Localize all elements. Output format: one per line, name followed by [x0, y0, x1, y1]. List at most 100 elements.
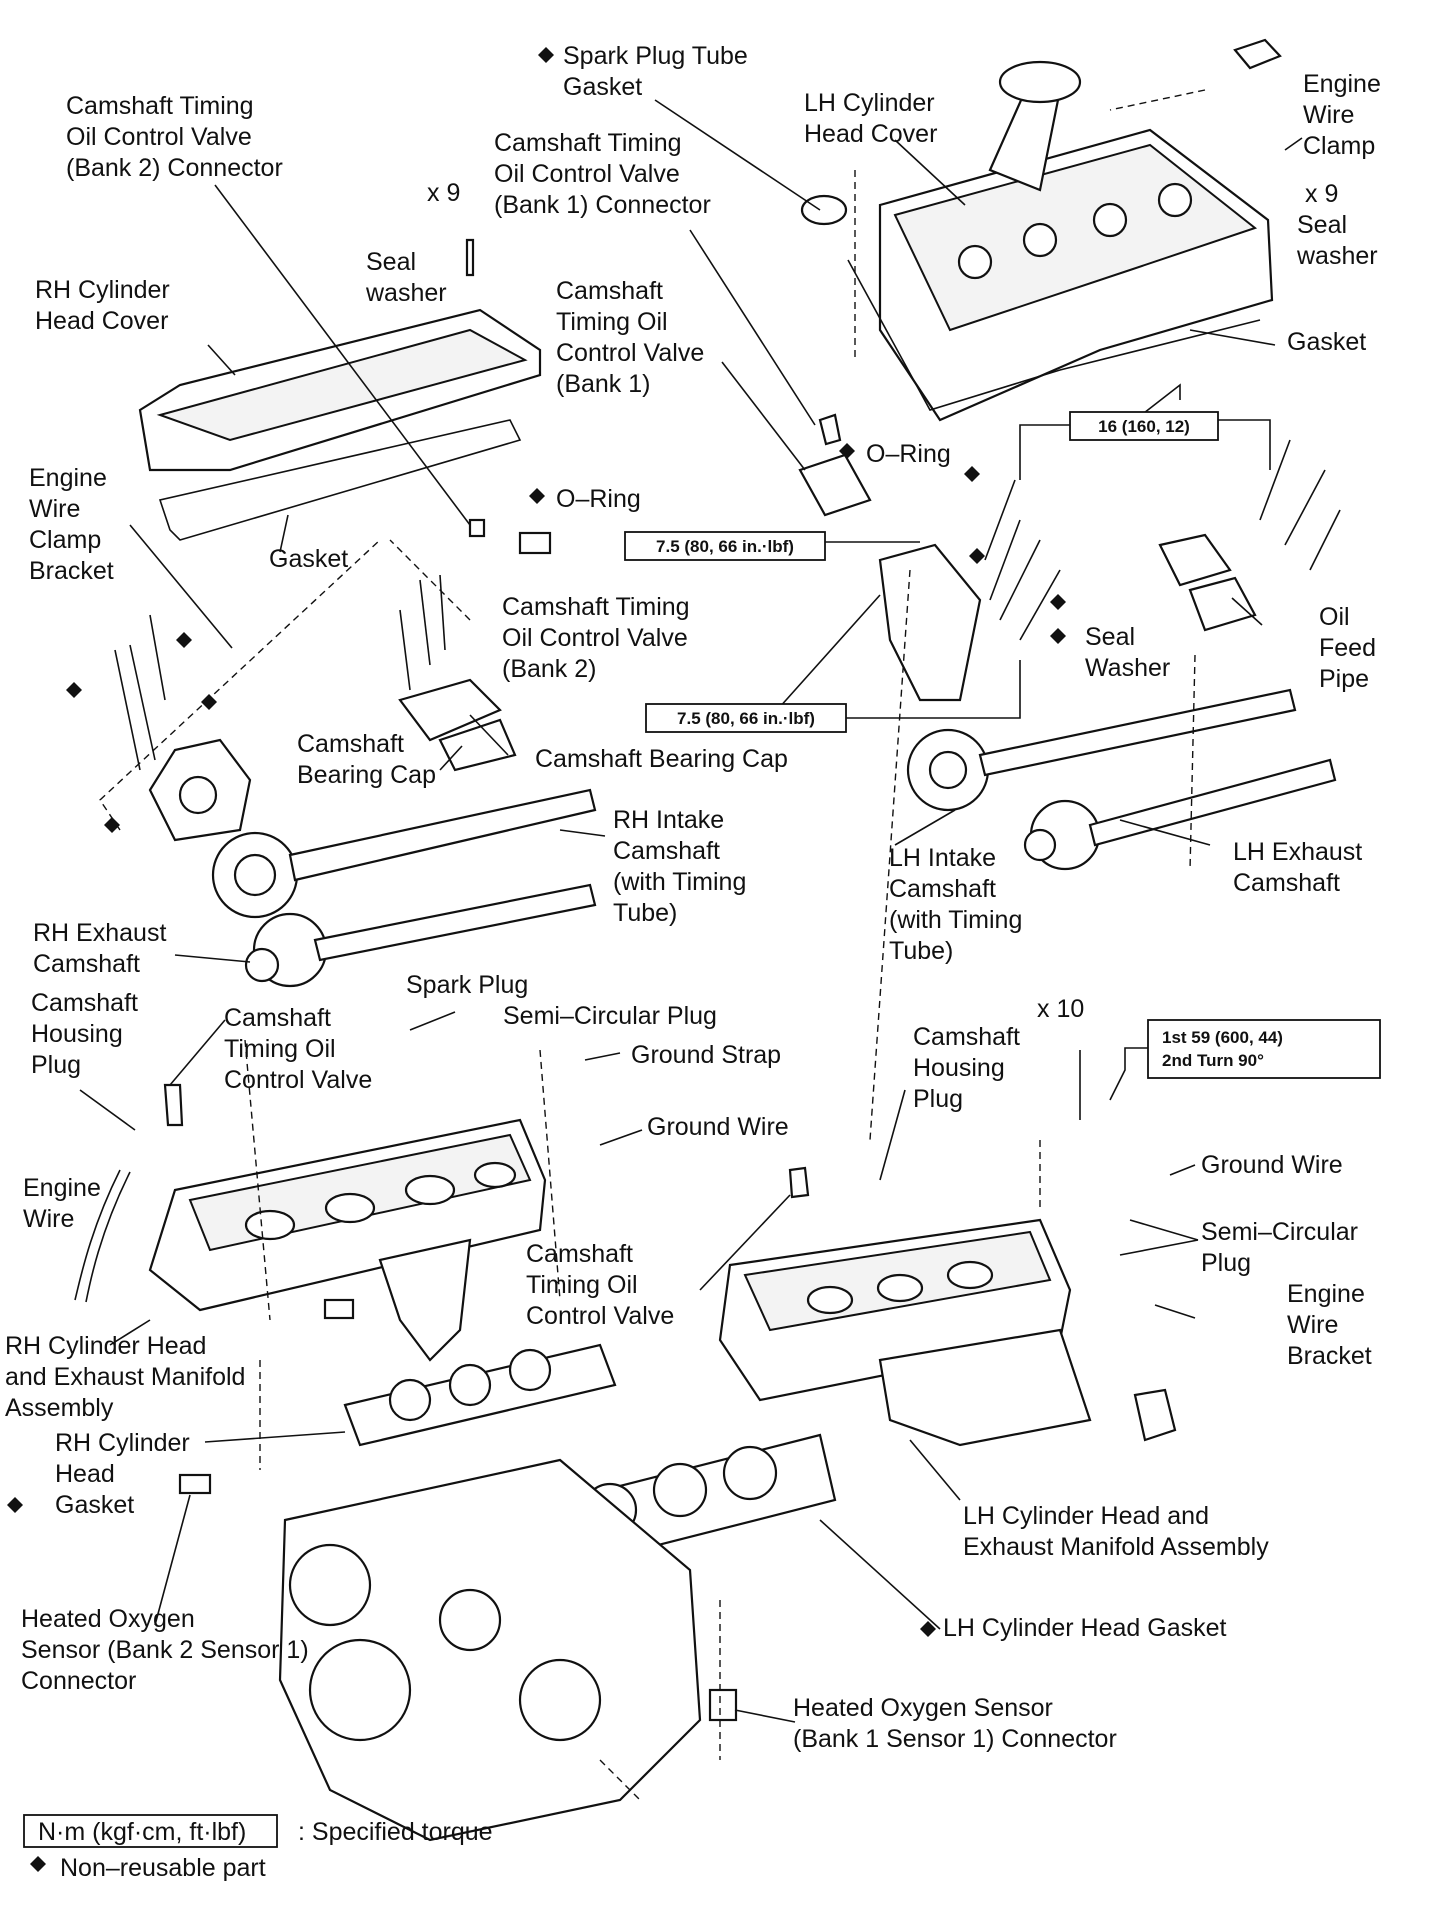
label-x9-left: x 9 [427, 179, 460, 207]
non-reusable-diamond-icon [529, 488, 545, 504]
svg-text:Plug: Plug [31, 1051, 81, 1079]
connector-parts [178, 1298, 738, 1722]
legend-torque-box [23, 1814, 278, 1848]
svg-text:washer: washer [1296, 242, 1378, 270]
svg-text:Seal: Seal [1085, 623, 1135, 651]
label-gasket-left: Gasket [269, 545, 348, 573]
label-seal-washer-top-right: Seal washer [1296, 211, 1378, 270]
svg-text:Pipe: Pipe [1319, 665, 1369, 693]
rh-camshaft-bearing-cap-parts [114, 574, 517, 842]
svg-text:RH Cylinder: RH Cylinder [55, 1429, 190, 1457]
svg-text:Housing: Housing [31, 1020, 123, 1048]
svg-text:RH Cylinder Head: RH Cylinder Head [5, 1332, 206, 1360]
label-lh-head-exhaust-manifold-assy: LH Cylinder Head and Exhaust Manifold As… [963, 1502, 1269, 1561]
legend-non-reusable-text: Non–reusable part [60, 1854, 266, 1882]
callout-labels: Camshaft Timing Oil Control Valve (Bank … [5, 42, 1381, 1753]
label-seal-washer-mid: Seal Washer [1085, 623, 1170, 682]
svg-text:Assembly: Assembly [5, 1394, 114, 1422]
label-rh-exhaust-camshaft: RH Exhaust Camshaft [33, 919, 166, 978]
svg-text:Head Cover: Head Cover [804, 120, 937, 148]
label-engine-wire-clamp-bracket: Engine Wire Clamp Bracket [29, 464, 114, 585]
torque-box-ocv-bank2: 7.5 (80, 66 in.·lbf) [624, 531, 826, 561]
svg-text:Gasket: Gasket [563, 73, 642, 101]
label-semi-circular-plug-top: Semi–Circular Plug [503, 1002, 717, 1030]
svg-text:Sensor (Bank 2 Sensor 1): Sensor (Bank 2 Sensor 1) [21, 1636, 309, 1664]
svg-text:Plug: Plug [913, 1085, 963, 1113]
torque-ocv-bank2-text: 7.5 (80, 66 in.·lbf) [656, 537, 794, 556]
svg-text:Camshaft: Camshaft [33, 950, 140, 978]
rh-cylinder-head-cover-part [138, 238, 542, 541]
torque-head-bolt-line1: 1st 59 (600, 44) [1162, 1028, 1283, 1047]
label-camshaft-timing-ocv-mid: Camshaft Timing Oil Control Valve [526, 1240, 674, 1330]
svg-text:Oil Control Valve: Oil Control Valve [502, 624, 688, 652]
non-reusable-diamond-icon [920, 1621, 936, 1637]
svg-text:Camshaft Timing: Camshaft Timing [502, 593, 690, 621]
svg-text:Seal: Seal [1297, 211, 1347, 239]
label-camshaft-housing-plug-right: Camshaft Housing Plug [913, 1023, 1020, 1113]
label-heated-o2-bank1-connector: Heated Oxygen Sensor (Bank 1 Sensor 1) C… [793, 1694, 1117, 1753]
svg-text:(Bank 2): (Bank 2) [502, 655, 596, 683]
label-rh-intake-camshaft: RH Intake Camshaft (with Timing Tube) [613, 806, 746, 927]
label-rh-cylinder-head-gasket: RH Cylinder Head Gasket [55, 1429, 190, 1519]
svg-text:(with Timing: (with Timing [613, 868, 746, 896]
svg-text:Head: Head [55, 1460, 115, 1488]
svg-text:(Bank 1 Sensor 1) Connector: (Bank 1 Sensor 1) Connector [793, 1725, 1117, 1753]
label-oil-feed-pipe: Oil Feed Pipe [1319, 603, 1376, 693]
svg-text:Spark Plug Tube: Spark Plug Tube [563, 42, 748, 70]
lh-cylinder-head-part [718, 1218, 1177, 1447]
svg-text:Clamp: Clamp [1303, 132, 1375, 160]
svg-text:Wire: Wire [23, 1205, 74, 1233]
svg-text:Wire: Wire [1303, 101, 1354, 129]
svg-text:Wire: Wire [1287, 1311, 1338, 1339]
non-reusable-diamond-icon [66, 682, 82, 698]
torque-ocv-bank1-text: 7.5 (80, 66 in.·lbf) [677, 709, 815, 728]
svg-text:Seal: Seal [366, 248, 416, 276]
lh-camshaft-bearing-cap-parts [878, 439, 1341, 702]
svg-text:Engine: Engine [1303, 70, 1381, 98]
torque-box-head-bolt: 1st 59 (600, 44) 2nd Turn 90° [1147, 1019, 1381, 1079]
label-o-ring-left: O–Ring [556, 485, 641, 513]
non-reusable-diamond-icon [176, 632, 192, 648]
non-reusable-diamond-icon [969, 548, 985, 564]
label-spark-plug-tube-gasket: Spark Plug Tube Gasket [563, 42, 748, 101]
svg-text:Camshaft: Camshaft [31, 989, 138, 1017]
svg-text:Camshaft Timing: Camshaft Timing [66, 92, 254, 120]
lh-camshafts-part [906, 688, 1337, 871]
svg-text:Engine: Engine [1287, 1280, 1365, 1308]
ocv-parts [163, 413, 872, 1199]
rh-cylinder-head-part [74, 1118, 547, 1362]
non-reusable-diamond-icon [7, 1497, 23, 1513]
label-camshaft-timing-ocv-bank2: Camshaft Timing Oil Control Valve (Bank … [502, 593, 690, 683]
svg-text:Tube): Tube) [889, 937, 953, 965]
label-x10: x 10 [1037, 995, 1084, 1023]
legend-torque-text: : Specified torque [298, 1818, 493, 1846]
svg-text:Camshaft Timing: Camshaft Timing [494, 129, 682, 157]
legend: N·m (kgf·cm, ft·lbf) : Specified torque … [23, 1814, 493, 1882]
svg-text:Camshaft: Camshaft [297, 730, 404, 758]
svg-text:Oil Control Valve: Oil Control Valve [66, 123, 252, 151]
non-reusable-diamond-icon [964, 466, 980, 482]
torque-box-ocv-bank1: 7.5 (80, 66 in.·lbf) [645, 703, 847, 733]
label-rh-cylinder-head-cover: RH Cylinder Head Cover [35, 276, 170, 335]
label-camshaft-timing-ocv-bank2-connector: Camshaft Timing Oil Control Valve (Bank … [66, 92, 283, 182]
non-reusable-diamond-icon [1050, 594, 1066, 610]
svg-text:Timing Oil: Timing Oil [556, 308, 668, 336]
svg-text:Semi–Circular: Semi–Circular [1201, 1218, 1358, 1246]
non-reusable-diamond-icons [7, 47, 1066, 1872]
label-engine-wire-left: Engine Wire [23, 1174, 101, 1233]
non-reusable-diamond-icon [839, 443, 855, 459]
non-reusable-diamond-icon [30, 1856, 46, 1872]
label-camshaft-timing-ocv-bank1-connector: Camshaft Timing Oil Control Valve (Bank … [494, 129, 711, 219]
label-semi-circular-plug-right: Semi–Circular Plug [1201, 1218, 1358, 1277]
svg-text:RH Intake: RH Intake [613, 806, 724, 834]
svg-text:Plug: Plug [1201, 1249, 1251, 1277]
svg-text:Connector: Connector [21, 1667, 136, 1695]
label-lh-exhaust-camshaft: LH Exhaust Camshaft [1233, 838, 1362, 897]
svg-text:Bearing Cap: Bearing Cap [297, 761, 436, 789]
rh-camshafts-part [211, 788, 597, 988]
svg-text:Clamp: Clamp [29, 526, 101, 554]
label-ground-wire-right: Ground Wire [1201, 1151, 1343, 1179]
label-camshaft-timing-ocv-bank1: Camshaft Timing Oil Control Valve (Bank … [556, 277, 704, 398]
non-reusable-diamond-icon [201, 694, 217, 710]
